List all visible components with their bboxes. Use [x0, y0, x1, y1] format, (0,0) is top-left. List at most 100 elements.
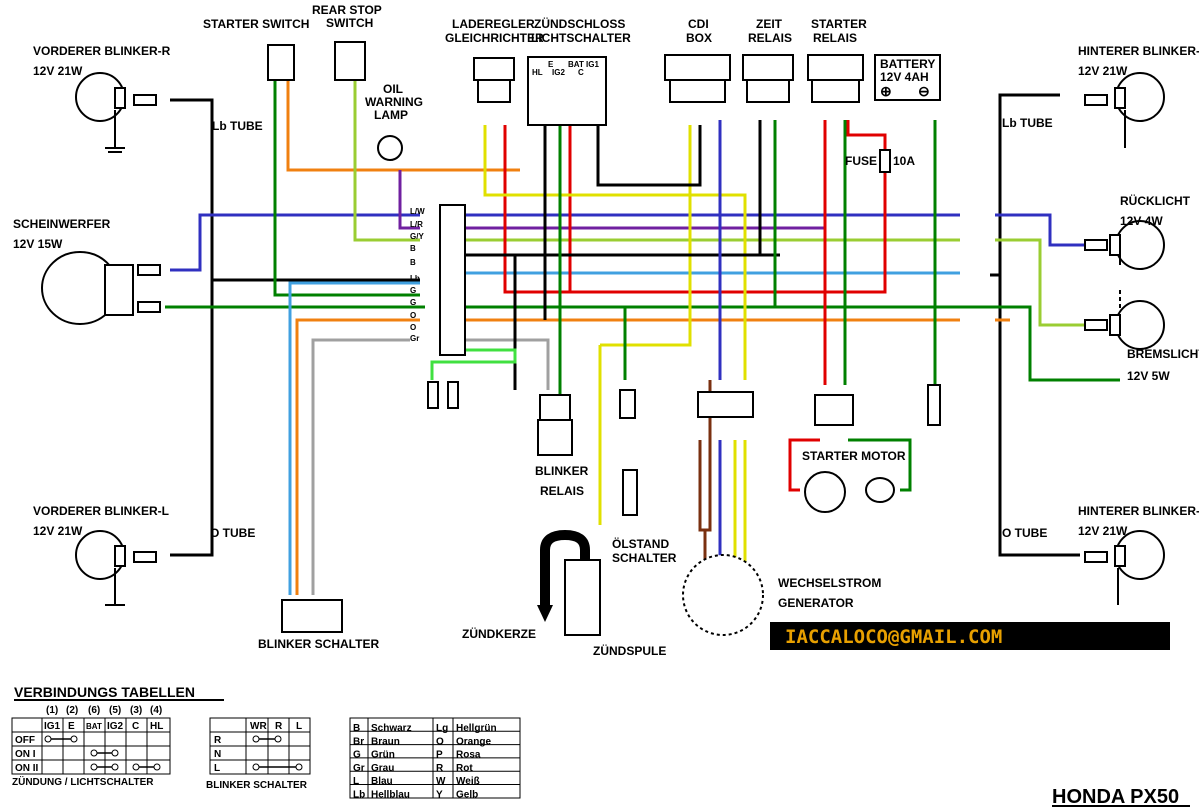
ignition-switch-table: (1) (2) (6) (5) (3) (4) IG1 E BAT IG2 C …: [11, 705, 171, 788]
color-legend-cell: Hellgrün: [456, 723, 497, 734]
component-labels: STARTER SWITCH REAR STOP SWITCH OIL WARN…: [13, 3, 1199, 658]
conn-label: G/Y: [410, 232, 424, 241]
plug-b: [447, 381, 459, 409]
pin-ig2: IG2: [552, 68, 565, 77]
generator-connector: [697, 391, 754, 418]
spark-plug-tip: [537, 605, 553, 622]
generator-body: [682, 554, 764, 636]
blinker-relay-body: [537, 419, 573, 456]
svg-text:(4): (4): [150, 705, 162, 716]
pin-e: E: [548, 60, 554, 69]
color-legend-cell: Rosa: [456, 750, 481, 761]
label-oil-warning-2: WARNING: [365, 95, 423, 109]
svg-text:IG2: IG2: [107, 721, 124, 732]
blinker-switch-table: WR R L R N L BLINKER SCHALTER: [206, 717, 311, 791]
color-legend-cell: P: [436, 750, 443, 761]
label-tail-2: 12V 4W: [1120, 214, 1163, 228]
label-front-r-1: VORDERER BLINKER-R: [33, 44, 171, 58]
label-starter-relais-1: STARTER: [811, 17, 867, 31]
blinker-switch-body: [281, 599, 343, 633]
battery-minus-icon: ⊖: [918, 83, 930, 99]
conn-label: Gr: [410, 334, 419, 343]
battery-body: [874, 54, 941, 101]
ignition-switch-body: [527, 56, 607, 126]
svg-text:ON I: ON I: [15, 749, 36, 760]
email-text: IACCALOCO@GMAIL.COM: [785, 626, 1002, 648]
cdi-body: [669, 79, 726, 103]
cdi-top: [664, 54, 731, 81]
color-legend-cell: L: [353, 776, 359, 787]
label-generator-2: GENERATOR: [778, 596, 854, 610]
rear-stop-switch-body: [334, 41, 366, 81]
oil-level-switch-body: [622, 469, 638, 516]
color-legend-cell: O: [436, 736, 444, 747]
label-blinker-switch: BLINKER SCHALTER: [258, 637, 379, 651]
conn-label: B: [410, 258, 416, 267]
conn-label: Lb: [410, 274, 420, 283]
svg-text:R: R: [275, 721, 283, 732]
label-lb-tube-right: Lb TUBE: [1002, 116, 1053, 130]
sensor-right: [927, 384, 941, 426]
headlight: [41, 251, 161, 325]
rear-blinker-right: [1084, 72, 1165, 148]
starter-relay-top: [807, 54, 864, 81]
label-rear-r-2: 12V 21W: [1078, 64, 1128, 78]
color-legend-cell: W: [436, 776, 446, 787]
label-battery-2: 12V 4AH: [880, 70, 929, 84]
label-brake-2: 12V 5W: [1127, 369, 1170, 383]
conn-label: O: [410, 311, 416, 320]
color-legend-cell: Hellblau: [371, 790, 410, 801]
svg-text:E: E: [68, 721, 75, 732]
tables-title: VERBINDUNGS TABELLEN: [14, 684, 195, 700]
fuse-body: [879, 149, 891, 173]
svg-text:ZÜNDUNG / LICHTSCHALTER: ZÜNDUNG / LICHTSCHALTER: [12, 775, 154, 788]
label-tail-1: RÜCKLICHT: [1120, 193, 1191, 208]
label-fuse: FUSE: [845, 154, 877, 168]
svg-text:(3): (3): [130, 705, 142, 716]
label-blinker-relais-2: RELAIS: [540, 484, 584, 498]
svg-text:ON II: ON II: [15, 763, 39, 774]
color-legend-cell: Grün: [371, 750, 395, 761]
color-legend-cell: Lb: [353, 790, 365, 801]
plug-lg: [427, 381, 439, 409]
pin-hl: HL: [532, 68, 543, 77]
wires: [165, 80, 1120, 625]
svg-text:BLINKER SCHALTER: BLINKER SCHALTER: [206, 780, 308, 791]
color-legend-cell: Blau: [371, 776, 393, 787]
main-connector-block: [439, 204, 466, 356]
label-laderegler-2: GLEICHRICHTER: [445, 31, 544, 45]
svg-text:(6): (6): [88, 705, 100, 716]
label-starter-switch: STARTER SWITCH: [203, 17, 309, 31]
svg-text:L: L: [296, 721, 302, 732]
svg-text:BAT: BAT: [86, 722, 102, 731]
email-banner: IACCALOCO@GMAIL.COM: [770, 622, 1170, 650]
label-headlight-2: 12V 15W: [13, 237, 63, 251]
conn-label: G: [410, 286, 416, 295]
ignition-coil-body: [564, 559, 601, 636]
starter-relay-body: [811, 79, 860, 103]
label-starter-relais-2: RELAIS: [813, 31, 857, 45]
label-blinker-relais-1: BLINKER: [535, 464, 589, 478]
svg-text:C: C: [132, 721, 139, 732]
brake-light: [1084, 290, 1165, 350]
label-oelstand-1: ÖLSTAND: [612, 536, 669, 551]
label-rear-stop-2: SWITCH: [326, 16, 373, 30]
label-starter-motor: STARTER MOTOR: [802, 449, 906, 463]
color-legend-cell: Rot: [456, 763, 473, 774]
label-rear-stop-1: REAR STOP: [312, 3, 382, 17]
starter-motor-end: [865, 477, 895, 503]
svg-text:R: R: [214, 735, 222, 746]
label-oelstand-2: SCHALTER: [612, 551, 677, 565]
svg-text:(1): (1): [46, 705, 58, 716]
rear-blinker-left: [1084, 530, 1165, 605]
tail-light: [1084, 220, 1165, 270]
color-legend-cell: G: [353, 750, 361, 761]
front-blinker-right: [75, 72, 157, 153]
color-legend-cell: Braun: [371, 736, 400, 747]
color-legend-cell: Grau: [371, 763, 394, 774]
label-cdi-2: BOX: [686, 31, 712, 45]
pin-ig1: IG1: [586, 60, 599, 69]
pin-bat: BAT: [568, 60, 584, 69]
